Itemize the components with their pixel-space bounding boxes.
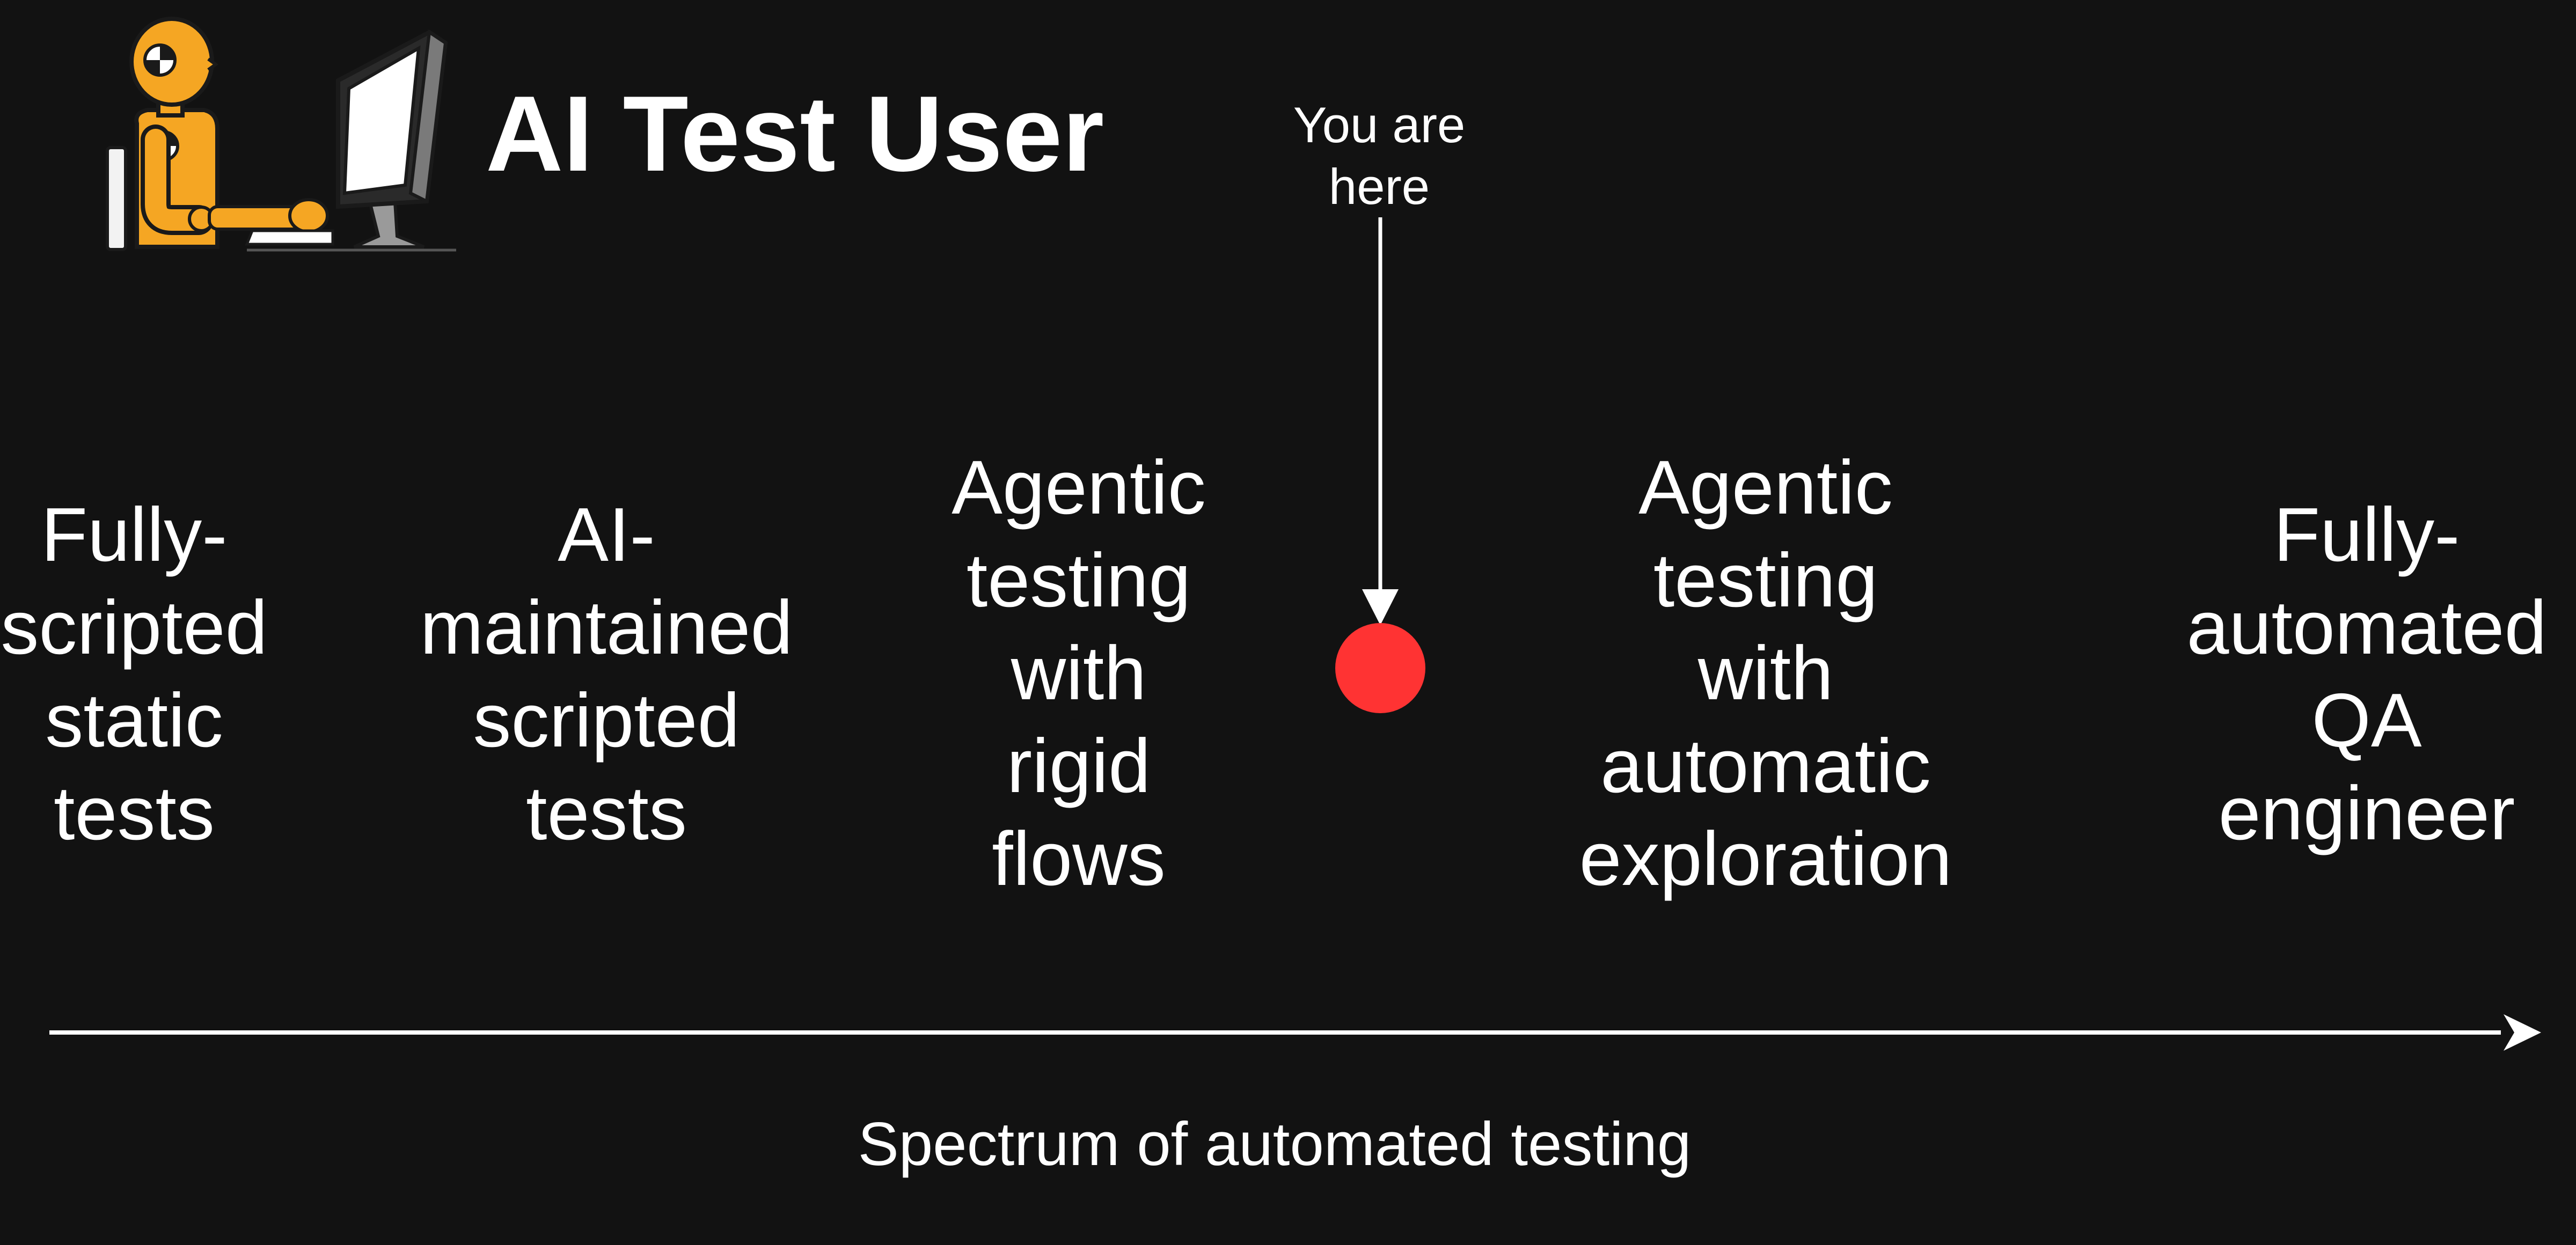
spectrum-axis-arrowhead — [2504, 1014, 2541, 1051]
stage-label-agentic-exploration: Agentic testing with automatic explorati… — [1579, 445, 1952, 902]
stage-label-fully-automated-qa: Fully- automated QA engineer — [2186, 492, 2547, 856]
stage-label-ai-maintained: AI- maintained scripted tests — [420, 492, 793, 856]
pointer-arrowhead — [1362, 589, 1399, 625]
crash-test-dummy-at-computer-icon — [106, 17, 456, 252]
axis-label: Spectrum of automated testing — [858, 1110, 1692, 1178]
current-position-dot — [1335, 623, 1425, 713]
you-are-here-label: You are here — [1293, 97, 1466, 215]
page-title: AI Test User — [486, 74, 1104, 194]
stage-label-agentic-rigid: Agentic testing with rigid flows — [952, 445, 1206, 902]
stage-label-scripted-static: Fully- scripted static tests — [1, 492, 268, 856]
